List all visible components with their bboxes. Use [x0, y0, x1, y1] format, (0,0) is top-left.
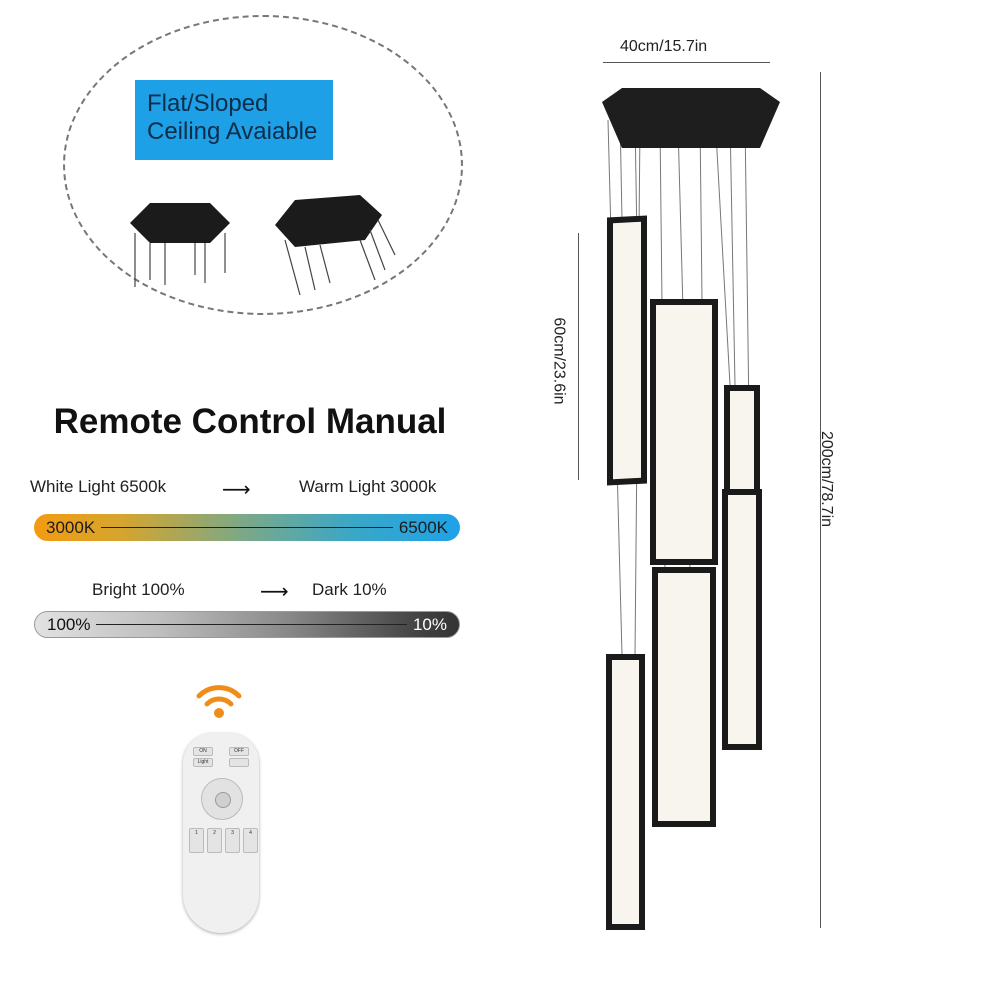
bright-bar-line	[96, 624, 407, 625]
dark-label: Dark 10%	[312, 580, 387, 599]
light-panel	[652, 567, 716, 827]
ceiling-badge: Flat/Sloped Ceiling Avaiable	[135, 80, 333, 160]
canopy-thumbnails	[130, 195, 396, 296]
remote-mode-button	[229, 758, 249, 767]
panel-height-label: 60cm/23.6in	[550, 317, 568, 405]
remote-control: ON OFF Light 1 2 3 4	[183, 733, 259, 933]
total-height-label: 200cm/78.7in	[818, 430, 836, 528]
ceiling-inset	[63, 15, 463, 315]
remote-zone-1: 1	[189, 828, 204, 853]
bright-bar-right: 10%	[412, 614, 447, 634]
ceiling-badge-line2: Ceiling Avaiable	[147, 118, 318, 145]
width-dimension-line	[603, 62, 770, 63]
remote-zone-4: 4	[243, 828, 258, 853]
temp-bar-right: 6500K	[398, 517, 448, 537]
remote-zone-2: 2	[207, 828, 222, 853]
ceiling-badge-line1: Flat/Sloped	[147, 90, 269, 117]
section-title: Remote Control Manual	[53, 402, 447, 441]
light-panel	[650, 299, 718, 565]
remote-light-button: Light	[193, 758, 213, 767]
bright-bar-left: 100%	[47, 614, 91, 634]
light-panel	[606, 654, 645, 930]
light-panel	[607, 215, 647, 486]
sloped-canopy-icon	[275, 195, 396, 296]
temp-bar-left: 3000K	[46, 517, 96, 537]
remote-off-button: OFF	[229, 747, 249, 756]
total-height-line	[820, 72, 821, 928]
ceiling-canopy	[602, 88, 780, 148]
width-dimension-label: 40cm/15.7in	[620, 38, 708, 55]
remote-dpad	[201, 778, 243, 820]
brightness-bar: 100% 10%	[34, 611, 460, 638]
light-panel	[722, 489, 762, 750]
right-arrow-icon: ⟶	[260, 581, 289, 603]
pendant-lamp	[602, 88, 780, 930]
panel-height-line	[578, 233, 579, 480]
flat-canopy-icon	[130, 203, 230, 287]
remote-on-button: ON	[193, 747, 213, 756]
bright-label: Bright 100%	[92, 580, 185, 599]
wifi-icon	[196, 685, 242, 718]
white-light-label: White Light 6500k	[30, 477, 167, 496]
remote-zone-3: 3	[225, 828, 240, 853]
warm-light-label: Warm Light 3000k	[299, 477, 437, 496]
right-arrow-icon: ⟶	[222, 479, 251, 501]
color-temperature-bar: 3000K 6500K	[34, 514, 460, 541]
temp-bar-line	[101, 527, 393, 528]
